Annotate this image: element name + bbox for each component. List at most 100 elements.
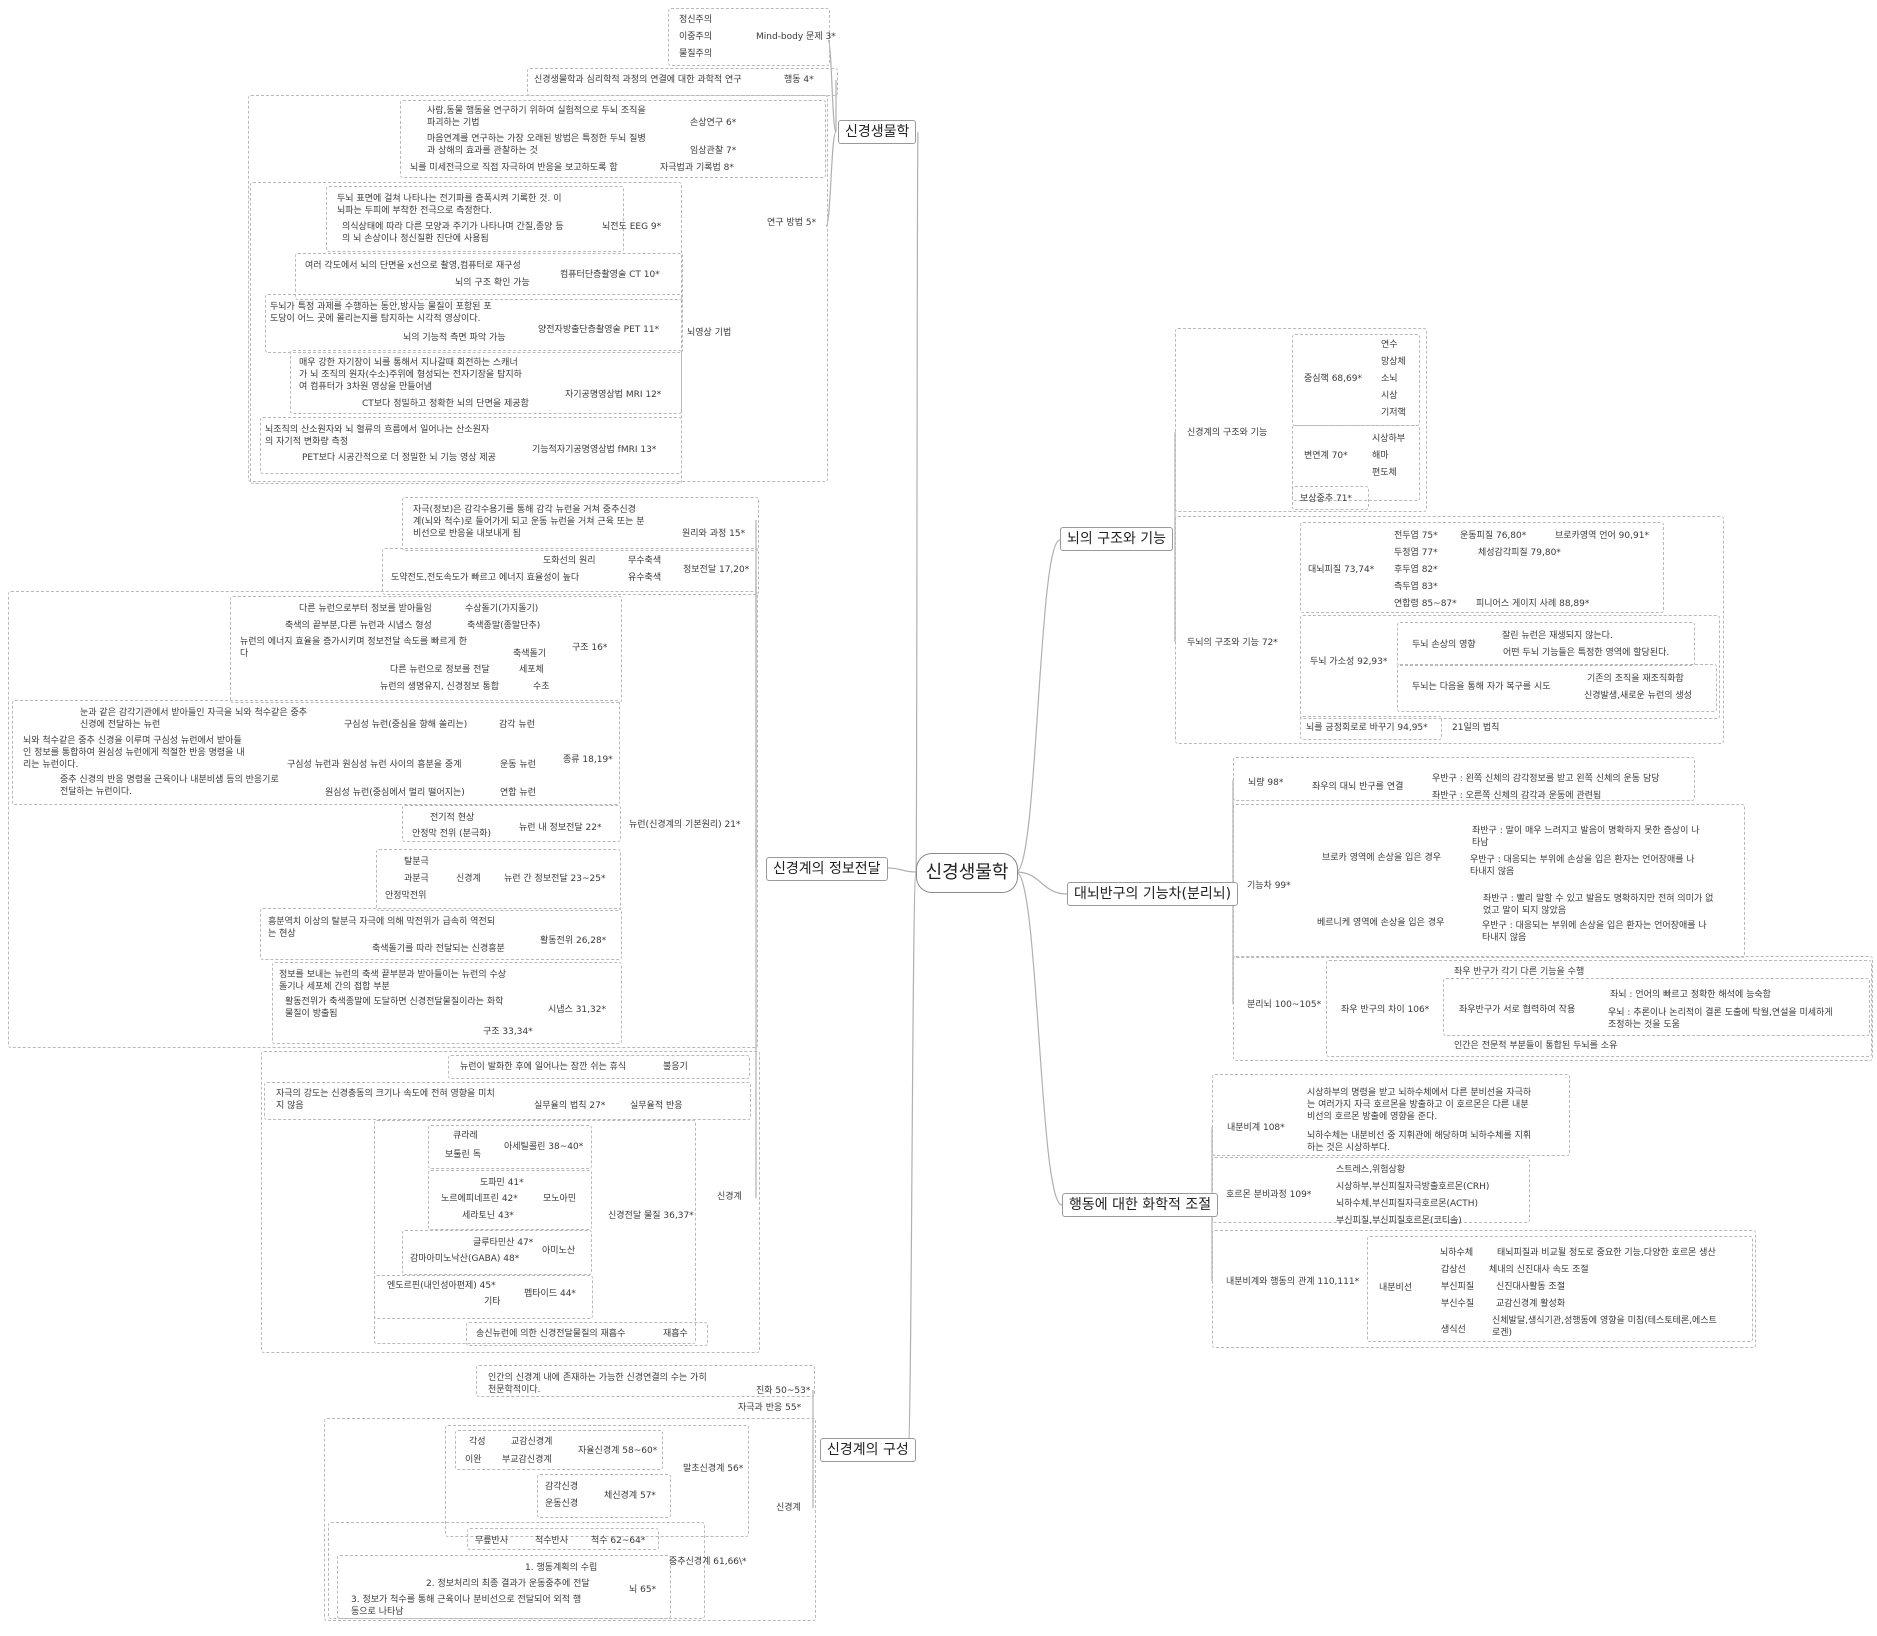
node-b50[interactable]: 큐라레 xyxy=(453,1131,478,1141)
node-e15[interactable]: 좌우 반구의 차이 106* xyxy=(1341,1005,1430,1015)
node-a15[interactable]: 의식상태에 따라 다른 모양과 주기가 나타나며 간질,종양 등 의 뇌 손상이… xyxy=(342,222,564,244)
node-f9[interactable]: 뇌하수체 xyxy=(1440,1248,1474,1258)
node-b43[interactable]: 시냅스 31,32* xyxy=(548,1005,606,1015)
node-a27[interactable]: 뇌조직의 산소원자와 뇌 혈류의 흐름에서 일어나는 산소원자 의 자기적 변화… xyxy=(265,425,490,447)
node-b17[interactable]: 뉴런의 생명유지, 신경정보 통합 xyxy=(380,682,500,692)
node-c2[interactable]: 진화 50~53* xyxy=(756,1386,811,1396)
node-d24[interactable]: 잘린 뉴런은 재생되지 않는다. xyxy=(1502,631,1613,641)
node-b56[interactable]: 세라토닌 43* xyxy=(462,1211,514,1221)
node-f15[interactable]: 부신피질 xyxy=(1441,1282,1475,1292)
node-f5[interactable]: 시상하부,부신피질자극방출호르몬(CRH) xyxy=(1336,1182,1490,1192)
node-c21[interactable]: 3. 정보가 척수를 통해 근육이나 분비선으로 전달되어 외적 행 동으로 나… xyxy=(351,1595,582,1617)
node-e13[interactable]: 좌뇌 : 언어의 빠르고 정확한 해석에 능숙함 xyxy=(1610,990,1771,1000)
node-c17[interactable]: 중추신경계 61,66\* xyxy=(669,1557,747,1567)
node-f2[interactable]: 내분비계 108* xyxy=(1227,1123,1285,1133)
node-f20[interactable]: 신체발달,생식기관,성행동에 영향을 미침(테스토테론,에스트 로겐) xyxy=(1492,1316,1717,1338)
node-b54[interactable]: 노르에피네프린 42* xyxy=(441,1194,518,1204)
node-e14[interactable]: 분리뇌 100~105* xyxy=(1247,1000,1322,1010)
node-a14[interactable]: 두뇌 표면에 걸쳐 나타나는 전기파를 증폭시켜 기록한 것. 이 뇌파는 두피… xyxy=(337,194,562,216)
node-b5[interactable]: 정보전달 17,20* xyxy=(683,565,750,575)
node-b39[interactable]: 활동전위 26,28* xyxy=(540,936,607,946)
node-b12[interactable]: 뉴런의 에너지 효율을 증가시키며 정보전달 속도를 빠르게 한 다 xyxy=(240,637,468,659)
node-d7[interactable]: 신경계의 구조와 기능 xyxy=(1187,428,1268,438)
node-b23[interactable]: 구심성 뉴런과 원심성 뉴런 사이의 흥분을 중계 xyxy=(287,760,462,770)
node-b16[interactable]: 세포체 xyxy=(519,665,544,675)
node-a10[interactable]: 임상관찰 7* xyxy=(690,146,737,156)
node-b18[interactable]: 수초 xyxy=(533,682,550,692)
node-f17[interactable]: 부신수질 xyxy=(1441,1299,1475,1309)
node-d30[interactable]: 신경발생,새로운 뉴런의 생성 xyxy=(1584,691,1692,701)
node-d27[interactable]: 두뇌 가소성 92,93* xyxy=(1310,657,1388,667)
node-d23[interactable]: 두뇌의 구조와 기능 72* xyxy=(1187,638,1278,648)
node-c13[interactable]: 신경계 xyxy=(776,1503,801,1513)
node-d8[interactable]: 시상하부 xyxy=(1372,434,1406,444)
node-c11[interactable]: 체신경계 57* xyxy=(604,1491,656,1501)
node-f1[interactable]: 시상하부의 명령을 받고 뇌하수체에서 다른 분비선을 자극하 는 여러가지 자… xyxy=(1307,1088,1532,1122)
node-a20[interactable]: 두뇌가 특정 과제를 수행하는 동안,방사능 물질이 포함된 포 도당이 어느 … xyxy=(270,302,492,324)
branch-chemical-control[interactable]: 행동에 대한 화학적 조절 xyxy=(1062,1193,1219,1217)
node-d31[interactable]: 뇌를 긍정회로로 바꾸기 94,95* xyxy=(1306,723,1428,733)
node-c9[interactable]: 말초신경계 56* xyxy=(683,1464,744,1474)
node-b46[interactable]: 불응기 xyxy=(663,1062,688,1072)
node-c12[interactable]: 운동신경 xyxy=(545,1499,579,1509)
node-a2[interactable]: 이중주의 xyxy=(679,32,713,42)
node-c4[interactable]: 각성 xyxy=(469,1437,486,1447)
node-b33[interactable]: 탈분극 xyxy=(404,857,429,867)
node-c16[interactable]: 척수 62~64* xyxy=(591,1536,646,1546)
node-a18[interactable]: 컴퓨터단층촬영술 CT 10* xyxy=(560,270,660,280)
node-b26[interactable]: 중추 신경의 반응 명령을 근육이나 내분비샘 등의 반응기로 전달하는 뉴런이… xyxy=(60,775,279,797)
node-d12[interactable]: 보상중추 71* xyxy=(1300,494,1352,504)
node-c14[interactable]: 무릎반사 xyxy=(475,1536,509,1546)
node-d10[interactable]: 해마 xyxy=(1372,451,1389,461)
node-b10[interactable]: 축색의 끝부분,다른 뉴런과 시냅스 형성 xyxy=(285,621,432,631)
node-b42[interactable]: 활동전위가 축색종말에 도달하면 신경전달물질이라는 화학 물질이 방출됨 xyxy=(285,997,504,1019)
node-f4[interactable]: 스트레스,위험상황 xyxy=(1336,1165,1406,1175)
node-c8[interactable]: 부교감신경계 xyxy=(502,1455,552,1465)
node-b19[interactable]: 눈과 같은 감각기관에서 받아들인 자극을 뇌와 척수같은 중추 신경에 전달하… xyxy=(80,708,308,730)
node-c6[interactable]: 자율신경계 58~60* xyxy=(578,1446,658,1456)
node-b58[interactable]: 신경계 xyxy=(717,1192,742,1202)
node-b64[interactable]: 기타 xyxy=(484,1297,501,1307)
node-b27[interactable]: 원심성 뉴런(중심에서 멀리 떨어지는) xyxy=(325,788,465,798)
node-c5[interactable]: 교감신경계 xyxy=(511,1437,553,1447)
node-b57[interactable]: 신경전달 물질 36,37* xyxy=(608,1211,694,1221)
node-a22[interactable]: 뇌의 기능적 측면 파악 가능 xyxy=(403,333,506,343)
node-b7[interactable]: 유수축색 xyxy=(628,573,662,583)
node-e18[interactable]: 인간은 전문적 부분들이 통합된 두뇌를 소유 xyxy=(1454,1041,1618,1051)
node-e17[interactable]: 우뇌 : 추론이나 논리적이 결론 도출에 탁월,연설을 미세하게 조정하는 것… xyxy=(1608,1008,1833,1030)
node-d6[interactable]: 기저핵 xyxy=(1381,408,1406,418)
node-b36[interactable]: 뉴런 간 정보전달 23~25* xyxy=(504,874,606,884)
node-d5[interactable]: 시상 xyxy=(1381,391,1398,401)
node-c3[interactable]: 자극과 반응 55* xyxy=(738,1403,802,1413)
node-d29[interactable]: 두뇌는 다음을 통해 자가 복구를 시도 xyxy=(1412,682,1551,692)
node-b28[interactable]: 연합 뉴런 xyxy=(500,788,536,798)
node-a24[interactable]: 매우 강한 자기장이 뇌를 통해서 지나갈때 회전하는 스캐너 가 뇌 조직의 … xyxy=(299,358,522,392)
node-b11[interactable]: 축색종말(종말단추) xyxy=(467,621,541,631)
node-b8[interactable]: 다른 뉴런으로부터 정보를 받아들임 xyxy=(299,604,432,614)
node-c15[interactable]: 척수반사 xyxy=(535,1536,569,1546)
node-a9[interactable]: 마음연계를 연구하는 가장 오래된 방법은 특정한 두뇌 질병 과 상해의 효과… xyxy=(427,134,646,156)
node-d18[interactable]: 대뇌피질 73,74* xyxy=(1308,565,1375,575)
root-topic[interactable]: 신경생물학 xyxy=(916,853,1018,893)
node-e6[interactable]: 브로카 영역에 손상을 입은 경우 xyxy=(1322,853,1442,863)
node-a23[interactable]: 뇌영상 기법 xyxy=(687,328,732,338)
node-b29[interactable]: 뉴런(신경계의 기본원리) 21* xyxy=(629,820,741,830)
node-d3[interactable]: 중심핵 68,69* xyxy=(1304,374,1362,384)
node-e2[interactable]: 뇌량 98* xyxy=(1248,778,1284,788)
node-a6[interactable]: 행동 4* xyxy=(784,75,814,85)
node-b1[interactable]: 자극(정보)은 감각수용기를 통해 감각 뉴런을 거쳐 중추신경 계(뇌와 척수… xyxy=(413,505,645,539)
node-d17[interactable]: 체성감각피질 79,80* xyxy=(1478,548,1561,558)
node-e12[interactable]: 좌우 반구가 각기 다른 기능을 수행 xyxy=(1454,967,1585,977)
node-b60[interactable]: 감마아미노낙산(GABA) 48* xyxy=(410,1254,520,1264)
node-a25[interactable]: 자기공명영상법 MRI 12* xyxy=(565,390,662,400)
node-a26[interactable]: CT보다 정밀하고 정확한 뇌의 단면을 제공함 xyxy=(362,399,529,409)
node-b4[interactable]: 무수축색 xyxy=(628,556,662,566)
node-f8[interactable]: 부신피질,부신피질호르몬(코티솔) xyxy=(1336,1216,1462,1226)
node-b15[interactable]: 다른 뉴런으로 정보를 전달 xyxy=(390,665,490,675)
node-b48[interactable]: 실무율의 법칙 27* xyxy=(534,1101,606,1111)
node-b35[interactable]: 신경계 xyxy=(456,874,481,884)
node-b32[interactable]: 뉴런 내 정보전달 22* xyxy=(519,823,602,833)
node-a11[interactable]: 뇌를 미세전극으로 직접 자극하여 반응을 보고하도록 함 xyxy=(410,163,618,173)
node-d25[interactable]: 두뇌 손상의 영향 xyxy=(1412,640,1476,650)
branch-brain-structure[interactable]: 뇌의 구조와 기능 xyxy=(1060,527,1174,551)
